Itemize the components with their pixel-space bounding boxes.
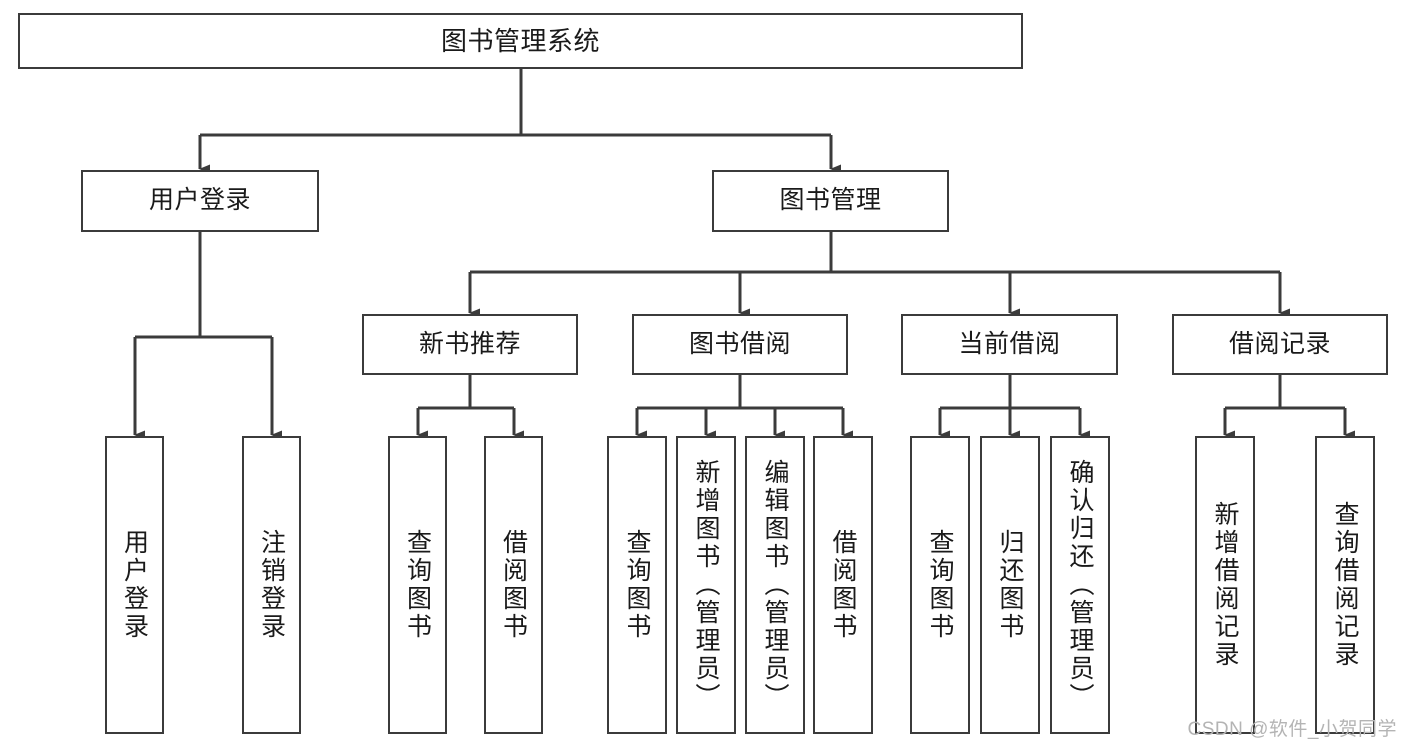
- node-label: 借阅记录: [1228, 329, 1331, 358]
- node-label: 归还图书: [996, 529, 1024, 641]
- node-leaf-4[interactable]: 借阅图书: [484, 436, 543, 734]
- node-label: 新增图书（管理员）: [692, 459, 720, 711]
- node-leaf-2[interactable]: 注销登录: [242, 436, 301, 734]
- node-label: 借阅图书: [499, 529, 528, 641]
- node-label: 查询图书: [623, 529, 651, 641]
- node-label: 查询借阅记录: [1331, 501, 1359, 669]
- node-leaf-8[interactable]: 借阅图书: [813, 436, 873, 734]
- node-newbook[interactable]: 新书推荐: [362, 314, 578, 375]
- node-label: 新书推荐: [418, 329, 521, 358]
- node-label: 当前借阅: [958, 329, 1061, 358]
- node-label: 编辑图书（管理员）: [761, 459, 789, 711]
- node-label: 新增借阅记录: [1211, 501, 1239, 669]
- node-leaf-5[interactable]: 查询图书: [607, 436, 667, 734]
- node-leaf-10[interactable]: 归还图书: [980, 436, 1040, 734]
- node-bookmgmt[interactable]: 图书管理: [712, 170, 949, 232]
- node-label: 用户登录: [120, 529, 149, 641]
- node-leaf-7[interactable]: 编辑图书（管理员）: [745, 436, 805, 734]
- node-login[interactable]: 用户登录: [81, 170, 319, 232]
- watermark-text: CSDN @软件_小贺同学: [1187, 719, 1397, 740]
- node-leaf-12[interactable]: 新增借阅记录: [1195, 436, 1255, 734]
- node-leaf-11[interactable]: 确认归还（管理员）: [1050, 436, 1110, 734]
- node-label: 确认归还（管理员）: [1066, 459, 1094, 711]
- node-label: 查询图书: [926, 529, 954, 641]
- node-current[interactable]: 当前借阅: [901, 314, 1118, 375]
- node-label: 图书管理系统: [440, 25, 600, 56]
- node-leaf-6[interactable]: 新增图书（管理员）: [676, 436, 736, 734]
- node-label: 用户登录: [148, 186, 251, 215]
- node-leaf-13[interactable]: 查询借阅记录: [1315, 436, 1375, 734]
- node-records[interactable]: 借阅记录: [1172, 314, 1388, 375]
- node-root[interactable]: 图书管理系统: [18, 13, 1023, 69]
- node-leaf-1[interactable]: 用户登录: [105, 436, 164, 734]
- node-label: 借阅图书: [829, 529, 857, 641]
- node-borrow[interactable]: 图书借阅: [632, 314, 848, 375]
- node-label: 查询图书: [403, 529, 432, 641]
- node-label: 图书管理: [779, 186, 882, 215]
- node-label: 图书借阅: [688, 329, 791, 358]
- node-label: 注销登录: [257, 529, 286, 641]
- node-leaf-3[interactable]: 查询图书: [388, 436, 447, 734]
- node-leaf-9[interactable]: 查询图书: [910, 436, 970, 734]
